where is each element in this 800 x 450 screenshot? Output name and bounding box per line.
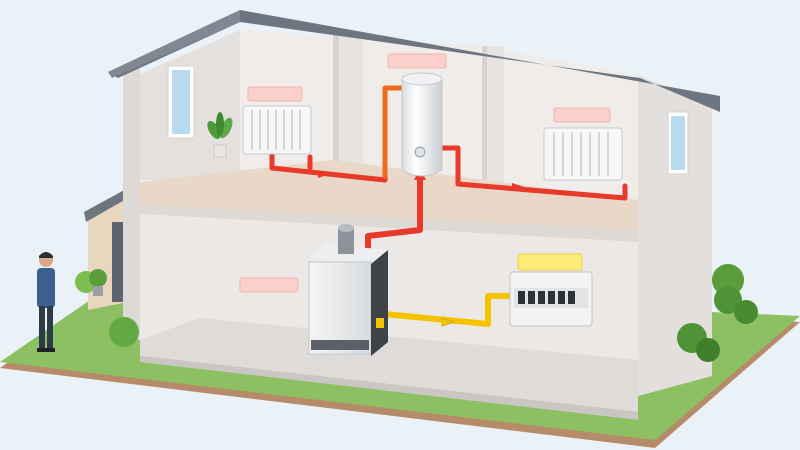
label-radiator-left — [247, 86, 303, 102]
ground-floor-slab — [140, 318, 638, 412]
label-fuse-box — [517, 253, 583, 271]
shrubs-left — [75, 269, 139, 347]
boiler-flue — [338, 228, 354, 254]
boiler — [308, 224, 388, 356]
label-boiler — [239, 277, 299, 293]
radiator-right — [543, 127, 623, 181]
roof — [108, 10, 720, 112]
fuse-box — [509, 271, 593, 327]
right-side-wall — [638, 75, 712, 396]
gas-pipe-arrow — [441, 317, 456, 327]
shrubs-right — [677, 264, 758, 362]
left-wall — [123, 65, 140, 340]
label-radiator-right — [553, 107, 611, 123]
upper-floor — [140, 160, 638, 230]
pipe-arrow-right — [512, 183, 524, 191]
boiler-riser-pipe — [365, 173, 423, 251]
label-water-tank — [387, 53, 447, 69]
potted-plant — [207, 112, 233, 158]
heating-pipe-right — [437, 145, 628, 201]
gas-pipe — [381, 293, 513, 327]
radiator-left — [242, 105, 312, 155]
pipe-arrow-left — [318, 170, 330, 178]
tank-feed-pipe — [382, 85, 408, 179]
tank-gauge-icon — [414, 146, 426, 158]
person — [37, 252, 55, 352]
partition-wall-2 — [482, 46, 504, 186]
hot-water-cylinder — [401, 72, 443, 177]
